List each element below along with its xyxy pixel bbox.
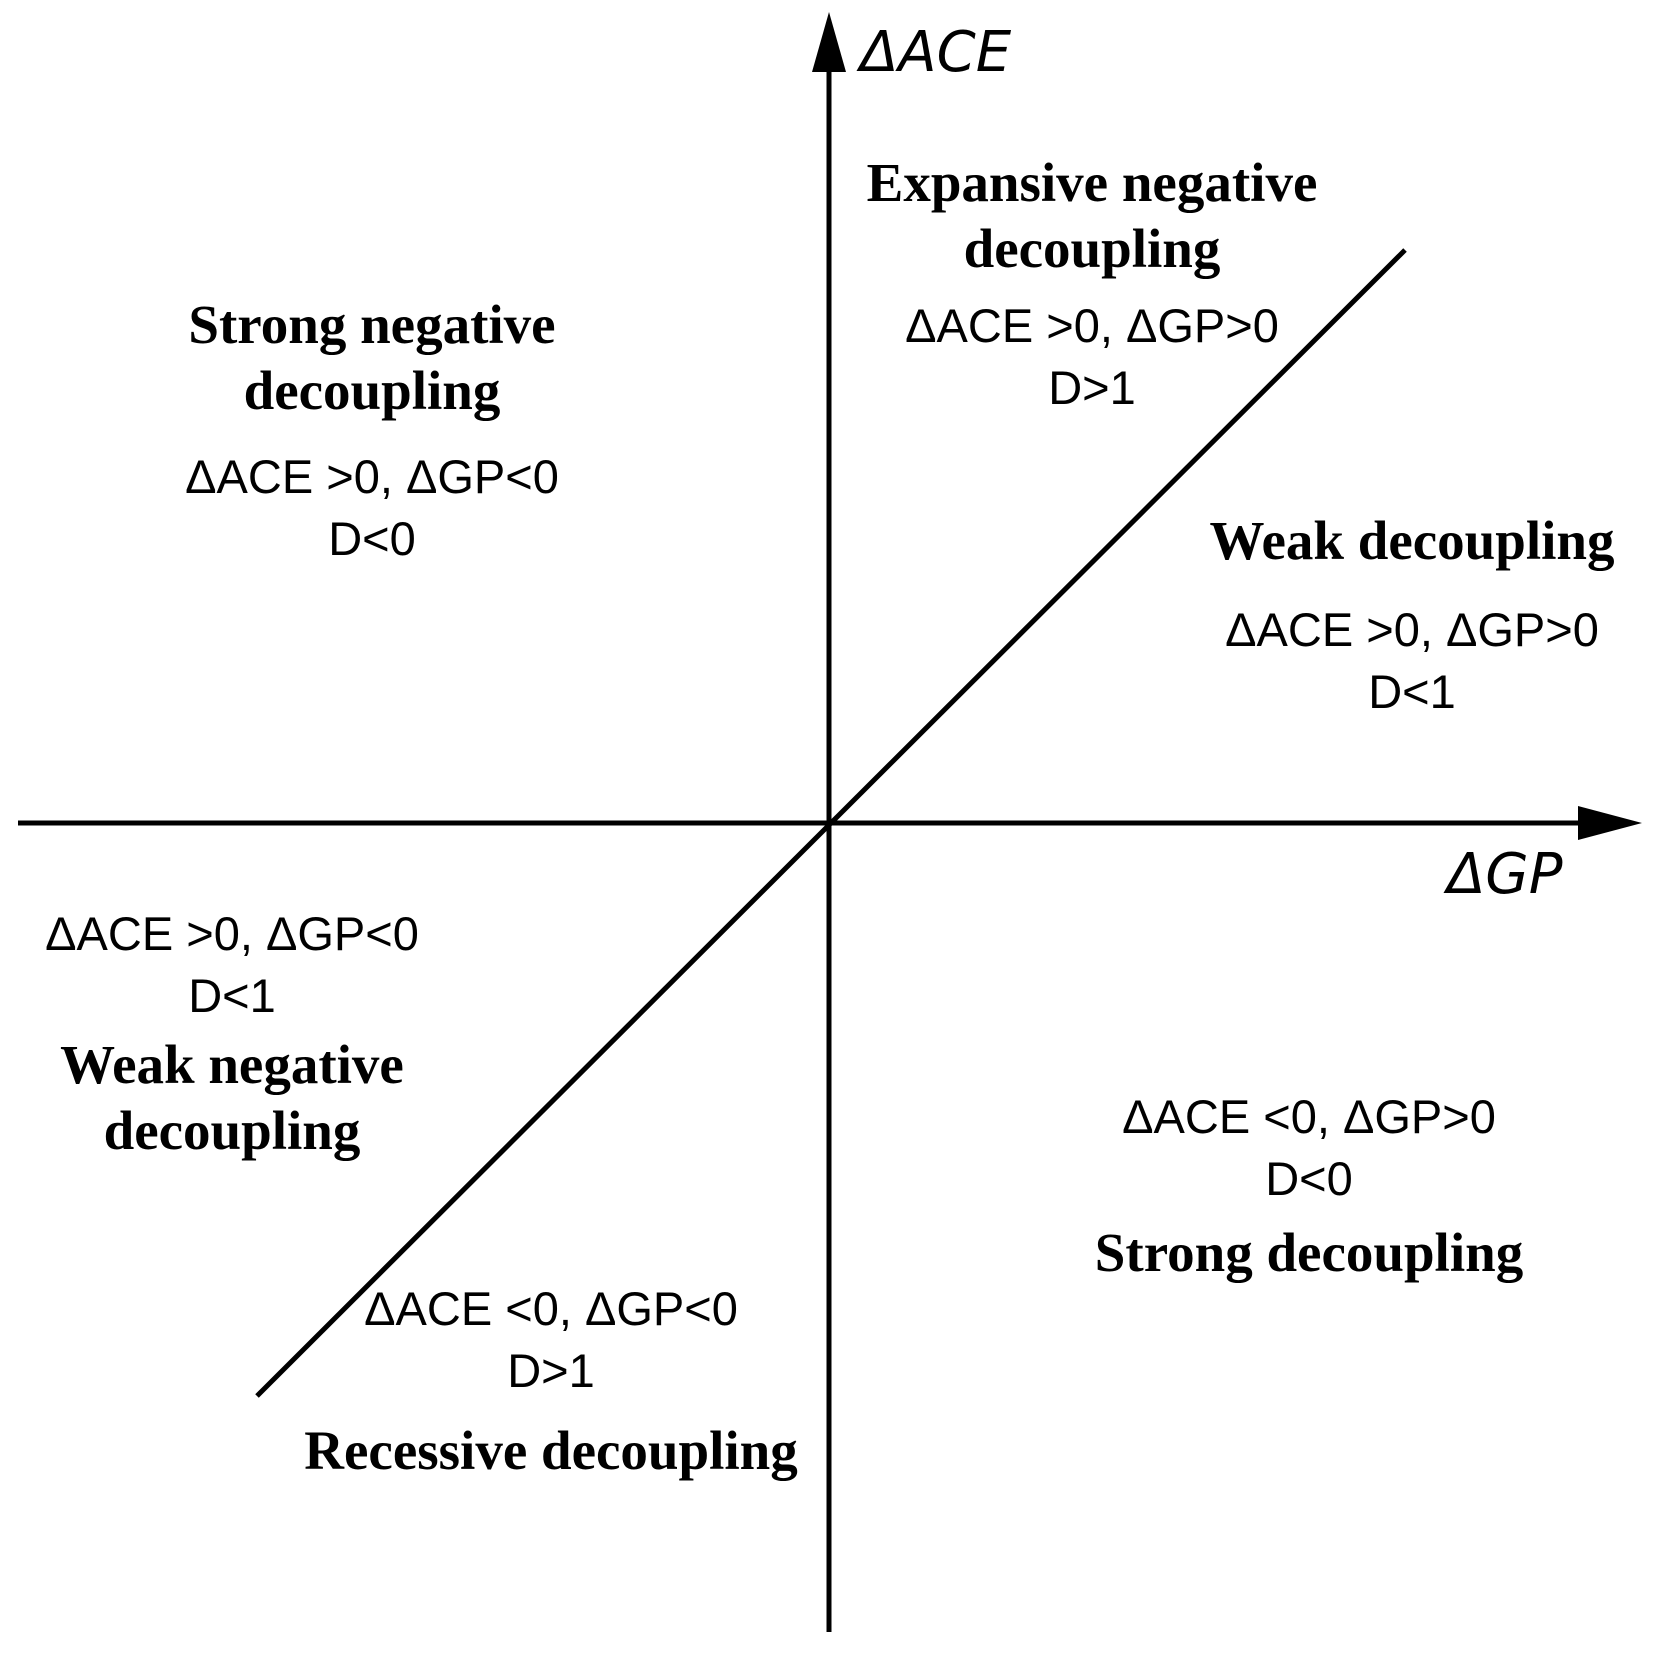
region-title-line: Expansive negative <box>866 152 1318 213</box>
region-title-line: Strong decoupling <box>1094 1222 1524 1283</box>
region-condition: ΔACE >0, ΔGP<0 <box>185 450 559 503</box>
region-title-line: Recessive decoupling <box>304 1420 798 1481</box>
region-title-line: Weak decoupling <box>1209 510 1615 571</box>
region-weak-decoupling: Weak decoupling ΔACE >0, ΔGP>0 D<1 <box>1210 508 1615 723</box>
region-d-condition: D<1 <box>188 969 276 1022</box>
region-weak-negative-decoupling: ΔACE >0, ΔGP<0 D<1 Weak negative decoupl… <box>45 903 419 1164</box>
region-title-line: decoupling <box>963 218 1221 279</box>
region-d-condition: D>1 <box>507 1344 595 1397</box>
region-d-condition: D<1 <box>1368 665 1456 718</box>
region-title-line: decoupling <box>103 1100 361 1161</box>
diagonal-line <box>255 248 1407 1398</box>
region-condition: ΔACE <0, ΔGP>0 <box>1122 1090 1496 1143</box>
region-recessive-decoupling: ΔACE <0, ΔGP<0 D>1 Recessive decoupling <box>304 1278 797 1484</box>
region-title-line: decoupling <box>243 360 501 421</box>
region-expansive-negative-decoupling: Expansive negative decoupling ΔACE >0, Δ… <box>867 150 1318 419</box>
region-condition: ΔACE >0, ΔGP>0 <box>1225 603 1599 656</box>
region-strong-decoupling: ΔACE <0, ΔGP>0 D<0 Strong decoupling <box>1095 1086 1523 1286</box>
region-condition: ΔACE >0, ΔGP>0 <box>905 299 1279 352</box>
region-d-condition: D<0 <box>1265 1152 1353 1205</box>
region-d-condition: D>1 <box>1048 361 1136 414</box>
region-title-line: Strong negative <box>188 294 556 355</box>
region-strong-negative-decoupling: Strong negative decoupling ΔACE >0, ΔGP<… <box>185 292 559 570</box>
y-axis-label: ΔACE <box>860 20 1012 85</box>
x-axis-label: ΔGP <box>1447 842 1563 907</box>
region-condition: ΔACE <0, ΔGP<0 <box>364 1282 738 1335</box>
region-title-line: Weak negative <box>60 1034 404 1095</box>
region-condition: ΔACE >0, ΔGP<0 <box>45 907 419 960</box>
x-axis-arrowhead-icon <box>1578 806 1642 840</box>
region-d-condition: D<0 <box>328 512 416 565</box>
y-axis-arrowhead-icon <box>812 12 846 72</box>
